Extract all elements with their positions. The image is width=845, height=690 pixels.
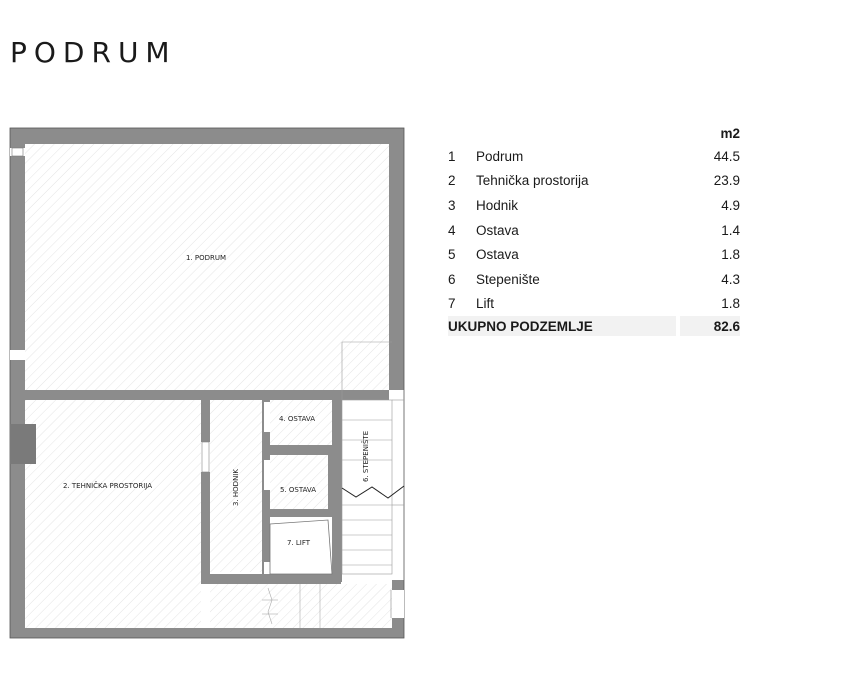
page-title: PODRUM — [10, 36, 177, 69]
room-number: 3 — [448, 197, 456, 213]
room-area: 44.5 — [713, 148, 740, 164]
staircase — [341, 341, 404, 575]
room-name: Hodnik — [476, 197, 519, 213]
room-area: 4.9 — [721, 197, 740, 213]
table-row: 2 Tehnička prostorija 23.9 — [448, 169, 740, 194]
room-number: 5 — [448, 247, 456, 263]
table-row: 1 Podrum 44.5 — [448, 144, 740, 169]
label-ostava4: 4. OSTAVA — [279, 415, 315, 423]
label-lift: 7. LIFT — [287, 539, 311, 547]
label-tehnicka: 2. TEHNIČKA PROSTORIJA — [63, 481, 152, 490]
room-name: Tehnička prostorija — [476, 173, 589, 189]
stair-break-line — [341, 485, 405, 499]
room-area: 23.9 — [713, 173, 740, 189]
room-rows: 1 Podrum 44.5 2 Tehnička prostorija 23.9 3 Hodn… — [448, 144, 740, 316]
room-number: 6 — [448, 271, 456, 287]
total-area: 82.6 — [678, 316, 740, 337]
table-row: 4 Ostava 1.4 — [448, 218, 740, 243]
label-stepeniste: 6. STEPENIŠTE — [361, 431, 370, 482]
room-name: Podrum — [476, 148, 524, 164]
room-number: 7 — [448, 296, 456, 312]
outer-walls — [10, 128, 404, 638]
room-podrum-floor — [25, 144, 389, 390]
table-row: 5 Ostava 1.8 — [448, 242, 740, 267]
unit-header: m2 — [720, 125, 740, 141]
label-ostava5: 5. OSTAVA — [280, 486, 316, 494]
label-podrum: 1. PODRUM — [186, 254, 226, 262]
room-number: 2 — [448, 173, 456, 189]
room-name: Ostava — [476, 247, 519, 263]
room-area: 1.4 — [721, 222, 740, 238]
table-row: 7 Lift 1.8 — [448, 292, 740, 317]
interior-walls — [25, 390, 389, 584]
lower-steps — [262, 584, 321, 628]
openings — [10, 147, 404, 618]
table-row: 3 Hodnik 4.9 — [448, 193, 740, 218]
room-area-table: m2 1 Podrum 44.5 2 Tehnička prostorija 23.9 3 H… — [448, 122, 740, 337]
table-row: 6 Stepenište 4.3 — [448, 267, 740, 292]
table-header-row: m2 — [448, 122, 740, 144]
room-name: Lift — [476, 296, 495, 312]
room-area: 4.3 — [721, 271, 740, 287]
room-hodnik-floor — [210, 400, 262, 572]
room-number: 4 — [448, 222, 456, 238]
room-name: Ostava — [476, 222, 519, 238]
label-hodnik: 3. HODNIK — [232, 469, 240, 506]
lower-floor-area — [210, 584, 392, 628]
room-name: Stepenište — [476, 271, 540, 287]
total-label: UKUPNO PODZEMLJE — [448, 316, 680, 337]
room-tehnicka-floor — [25, 400, 201, 628]
room-area: 1.8 — [721, 247, 740, 263]
room-ostava4-floor — [270, 399, 332, 445]
total-row: UKUPNO PODZEMLJE 82.6 — [448, 316, 740, 337]
lift-shaft — [269, 519, 333, 575]
room-area: 1.8 — [721, 296, 740, 312]
room-ostava5-floor — [270, 455, 328, 509]
room-number: 1 — [448, 148, 456, 164]
